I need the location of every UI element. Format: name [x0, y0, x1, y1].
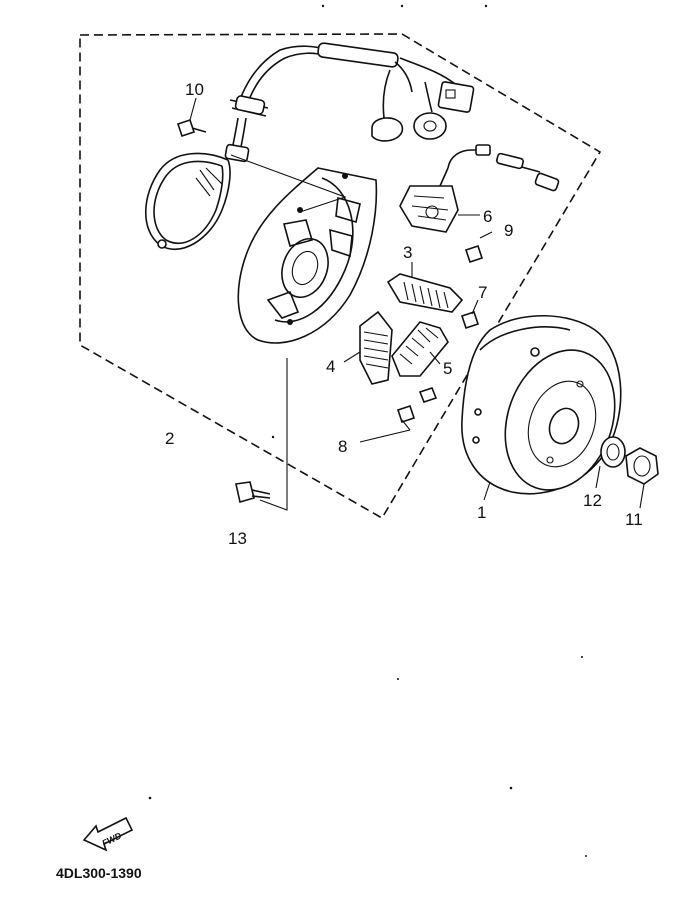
callout-6: 6: [483, 207, 492, 226]
callout-13: 13: [228, 529, 247, 548]
stator-base-plate: [237, 167, 378, 344]
bolt-13: [235, 481, 271, 504]
charging-coil-3: [386, 273, 464, 313]
fwd-arrow-icon: FWD: [82, 816, 134, 852]
pickup-coil: [399, 144, 560, 233]
callout-3: 3: [403, 243, 412, 262]
callout-1: 1: [477, 503, 486, 522]
wire-loop: [144, 152, 231, 251]
assembly-boundary: [79, 33, 602, 520]
source-coil-5: [391, 321, 449, 377]
callout-8: 8: [338, 437, 347, 456]
scan-specks: [148, 4, 587, 857]
part-code: 4DL300-1390: [56, 865, 142, 881]
callout-2: 2: [165, 429, 174, 448]
callout-9: 9: [504, 221, 513, 240]
callout-11: 11: [625, 510, 643, 529]
screw-10: [176, 118, 207, 138]
washer-12: [600, 436, 626, 468]
nut-11: [625, 447, 659, 485]
harness-coupler: [437, 81, 475, 113]
callout-10: 10: [185, 80, 204, 99]
screw-9: [464, 244, 484, 264]
callout-5: 5: [443, 359, 452, 378]
lighting-coil-4: [359, 310, 393, 385]
callout-4: 4: [326, 357, 335, 376]
screw-7: [460, 310, 480, 330]
callout-12: 12: [583, 491, 602, 510]
wire-harness: [224, 42, 475, 163]
screws-8: [396, 387, 438, 424]
callout-7: 7: [478, 283, 487, 302]
flywheel-rotor: [461, 315, 622, 495]
leader-lines: [189, 97, 645, 511]
harness-cap-a: [371, 117, 403, 142]
